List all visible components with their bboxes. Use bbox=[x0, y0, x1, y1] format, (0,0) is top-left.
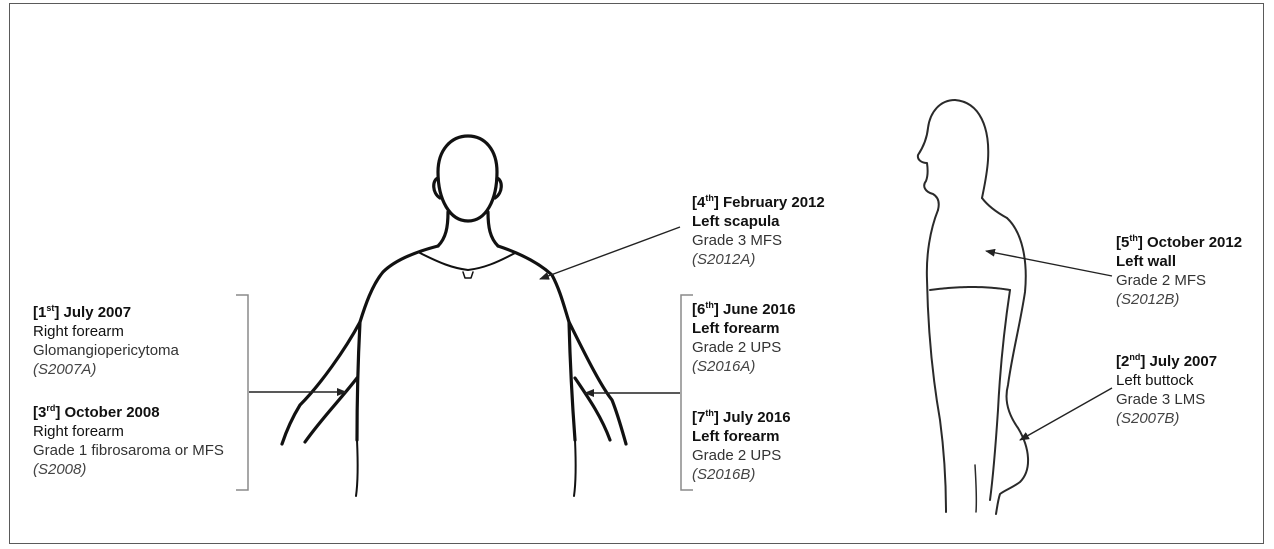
front-left-torso-side bbox=[357, 322, 360, 440]
side-front-torso bbox=[927, 210, 946, 512]
annotation-heading: [3rd] October 2008 bbox=[33, 403, 224, 422]
annotation-site: Left forearm bbox=[692, 427, 791, 446]
front-right-outline bbox=[498, 246, 626, 444]
annotation-grade: Grade 2 UPS bbox=[692, 446, 791, 465]
annotation-7th: [7th] July 2016 Left forearm Grade 2 UPS… bbox=[692, 408, 791, 484]
front-neck-left bbox=[438, 212, 448, 246]
annotation-site: Left wall bbox=[1116, 252, 1242, 271]
annotation-5th: [5th] October 2012 Left wall Grade 2 MFS… bbox=[1116, 233, 1242, 309]
annotation-grade: Grade 2 UPS bbox=[692, 338, 796, 357]
annotation-heading: [5th] October 2012 bbox=[1116, 233, 1242, 252]
annotation-site: Left scapula bbox=[692, 212, 825, 231]
annotation-heading: [7th] July 2016 bbox=[692, 408, 791, 427]
annotation-2nd: [2nd] July 2007 Left buttock Grade 3 LMS… bbox=[1116, 352, 1217, 428]
annotation-grade: Grade 3 LMS bbox=[1116, 390, 1217, 409]
annotation-sample-id: (S2007A) bbox=[33, 360, 179, 379]
annotation-site: Right forearm bbox=[33, 422, 224, 441]
annotation-sample-id: (S2016A) bbox=[692, 357, 796, 376]
arrow-left-scapula bbox=[540, 227, 680, 279]
annotation-heading: [2nd] July 2007 bbox=[1116, 352, 1217, 371]
side-head-face bbox=[918, 100, 955, 210]
left-bracket bbox=[236, 295, 248, 490]
annotation-sample-id: (S2016B) bbox=[692, 465, 791, 484]
annotation-heading: [6th] June 2016 bbox=[692, 300, 796, 319]
annotation-grade: Grade 1 fibrosaroma or MFS bbox=[33, 441, 224, 460]
annotation-grade: Grade 2 MFS bbox=[1116, 271, 1242, 290]
side-head-back bbox=[955, 100, 988, 198]
annotation-sample-id: (S2012B) bbox=[1116, 290, 1242, 309]
front-head-outline bbox=[438, 136, 497, 221]
annotation-sample-id: (S2012A) bbox=[692, 250, 825, 269]
annotation-grade: Glomangiopericytoma bbox=[33, 341, 179, 360]
front-left-inner-arm bbox=[305, 378, 357, 442]
front-collar bbox=[420, 253, 515, 270]
annotation-site: Left forearm bbox=[692, 319, 796, 338]
side-hand-line bbox=[975, 465, 976, 512]
annotation-3rd: [3rd] October 2008 Right forearm Grade 1… bbox=[33, 403, 224, 479]
front-right-hip bbox=[574, 440, 576, 496]
annotation-6th: [6th] June 2016 Left forearm Grade 2 UPS… bbox=[692, 300, 796, 376]
side-body-figure bbox=[918, 100, 1028, 514]
side-neck-back bbox=[982, 198, 1007, 218]
annotation-grade: Grade 3 MFS bbox=[692, 231, 825, 250]
front-left-hip bbox=[356, 440, 358, 496]
annotation-sample-id: (S2007B) bbox=[1116, 409, 1217, 428]
arrow-left-buttock bbox=[1020, 388, 1112, 440]
annotation-heading: [4th] February 2012 bbox=[692, 193, 825, 212]
annotation-site: Left buttock bbox=[1116, 371, 1217, 390]
annotation-1st: [1st] July 2007 Right forearm Glomangiop… bbox=[33, 303, 179, 379]
annotation-sample-id: (S2008) bbox=[33, 460, 224, 479]
front-neck-right bbox=[488, 212, 498, 246]
front-right-torso-side bbox=[569, 322, 575, 440]
front-neck-notch bbox=[463, 272, 473, 278]
annotation-site: Right forearm bbox=[33, 322, 179, 341]
annotation-heading: [1st] July 2007 bbox=[33, 303, 179, 322]
side-arm-line bbox=[930, 287, 1010, 290]
arrow-left-wall bbox=[986, 251, 1112, 276]
front-body-figure bbox=[282, 136, 626, 496]
annotation-4th: [4th] February 2012 Left scapula Grade 3… bbox=[692, 193, 825, 269]
